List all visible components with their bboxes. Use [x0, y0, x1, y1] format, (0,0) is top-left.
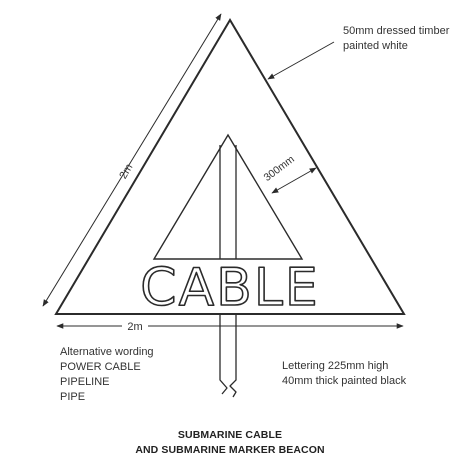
timber-note-line1: 50mm dressed timber — [343, 25, 450, 37]
diagram-caption: SUBMARINE CABLE AND SUBMARINE MARKER BEA… — [0, 428, 460, 458]
caption-line1: SUBMARINE CABLE — [177, 429, 283, 441]
timber-leader-arrow — [267, 41, 335, 80]
post-stub-below-board — [219, 314, 237, 398]
dimension-line-gap — [271, 167, 317, 194]
alternative-wording-list: Alternative wording POWER CABLE PIPELINE… — [60, 345, 154, 405]
sign-lettering: CABLE — [140, 258, 319, 318]
alternative-wording-option: POWER CABLE — [60, 361, 141, 373]
dimension-label-base: 2m — [127, 321, 142, 333]
alternative-wording-option: PIPE — [60, 391, 86, 403]
lettering-note-line2: 40mm thick painted black — [282, 375, 407, 387]
timber-note-line2: painted white — [343, 40, 408, 52]
alternative-wording-option: PIPELINE — [60, 376, 110, 388]
dimension-label-side: 2m — [117, 162, 135, 181]
alternative-wording-heading: Alternative wording — [60, 346, 154, 358]
lettering-note-line1: Lettering 225mm high — [282, 360, 389, 372]
timber-note: 50mm dressed timber painted white — [343, 24, 449, 54]
dimension-line-side — [42, 13, 222, 307]
lettering-note: Lettering 225mm high 40mm thick painted … — [282, 359, 406, 389]
caption-line2: AND SUBMARINE MARKER BEACON — [135, 444, 325, 456]
dimension-label-base-gap — [122, 319, 148, 333]
